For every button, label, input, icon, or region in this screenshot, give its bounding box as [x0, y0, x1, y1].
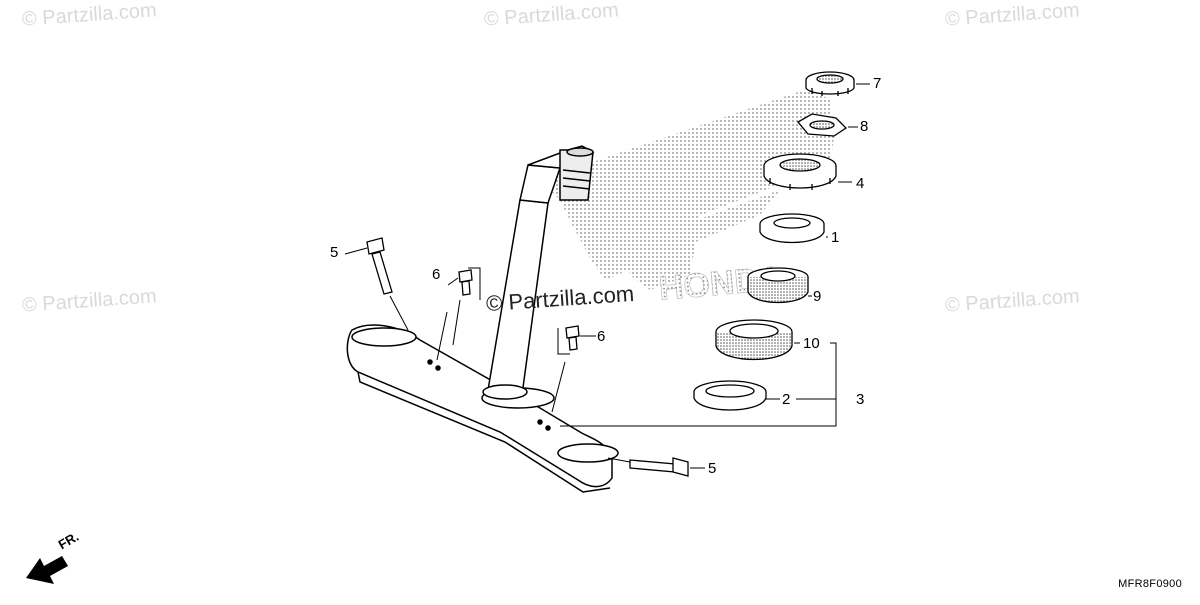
- part-4-adjusting-nut: [763, 153, 837, 190]
- callout-10: 10: [803, 335, 820, 352]
- callout-6-lower: 6: [597, 328, 606, 345]
- bolt-6-lower: [565, 325, 580, 351]
- callout-1: 1: [831, 229, 840, 246]
- bottom-bridge: [346, 324, 619, 493]
- callout-5-left: 5: [330, 244, 339, 261]
- callout-2: 2: [782, 391, 791, 408]
- callout-6-upper: 6: [432, 266, 441, 283]
- front-direction-arrow: [26, 556, 68, 584]
- copyright-icon: ©: [485, 290, 504, 317]
- callout-8: 8: [860, 118, 869, 135]
- part-1-dust-seal: [759, 213, 825, 244]
- bolt-5-right: [629, 457, 689, 477]
- diagram-reference-code: MFR8F0900: [1118, 578, 1182, 590]
- bolt-5-left: [366, 237, 393, 295]
- bolt-6-upper: [458, 269, 473, 296]
- part-2-lower-race: [693, 380, 767, 411]
- part-7-lock-nut: [805, 71, 855, 96]
- callout-5-right: 5: [708, 460, 717, 477]
- part-8-lock-washer: [797, 113, 848, 137]
- callout-9: 9: [813, 288, 822, 305]
- callout-7: 7: [873, 75, 882, 92]
- steering-stem: [482, 145, 595, 400]
- part-9-upper-bearing: [747, 267, 809, 304]
- callout-3: 3: [856, 391, 865, 408]
- bracket-3: [560, 342, 837, 427]
- part-10-lower-bearing: [715, 319, 793, 361]
- callout-4: 4: [856, 175, 865, 192]
